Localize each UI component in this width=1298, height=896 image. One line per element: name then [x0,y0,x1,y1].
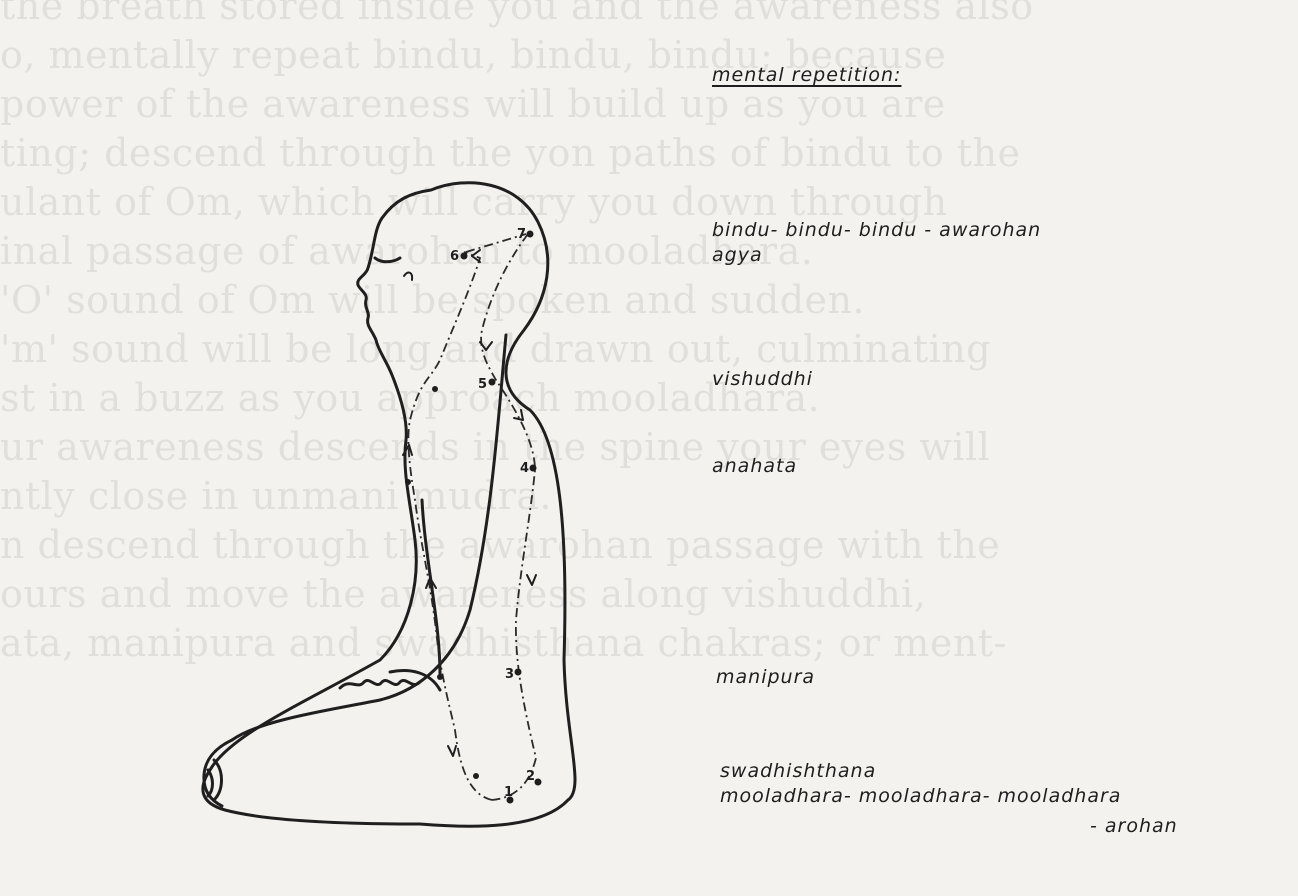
point-number-3: 3 [505,667,514,682]
label-anahata: anahata [712,455,797,477]
label-vishuddhi: vishuddhi [712,368,813,390]
point-number-7: 7 [517,227,526,242]
point-number-5: 5 [478,377,487,392]
chakra-dot [527,231,534,238]
chakra-dot [432,386,438,392]
chakra-dot [515,669,522,676]
chakra-dot [405,479,411,485]
label-manipura: manipura [716,666,815,688]
chakra-dot [530,465,537,472]
point-number-4: 4 [520,461,529,476]
label-swadhishthana: swadhishthana [720,760,876,782]
body-outline [203,183,575,827]
label-bindu: bindu- bindu- bindu - awarohan [712,219,1041,241]
ascending-path [408,252,492,800]
chakra-dot [461,253,468,260]
eye-outline [375,258,400,262]
point-number-6: 6 [450,249,459,264]
label-mooladhara: mooladhara- mooladhara- mooladhara [720,785,1121,807]
chakra-dot [473,773,479,779]
label-agya: agya [712,244,763,266]
label-arohan: - arohan [1090,815,1178,837]
chakra-dot [489,379,496,386]
point-number-1: 1 [504,785,513,800]
ear-outline [404,273,412,280]
diagram-heading: mental repetition: [712,64,901,86]
descending-path [481,234,536,800]
point-number-2: 2 [526,769,535,784]
chakra-dot [437,674,443,680]
chakra-dot [535,779,542,786]
